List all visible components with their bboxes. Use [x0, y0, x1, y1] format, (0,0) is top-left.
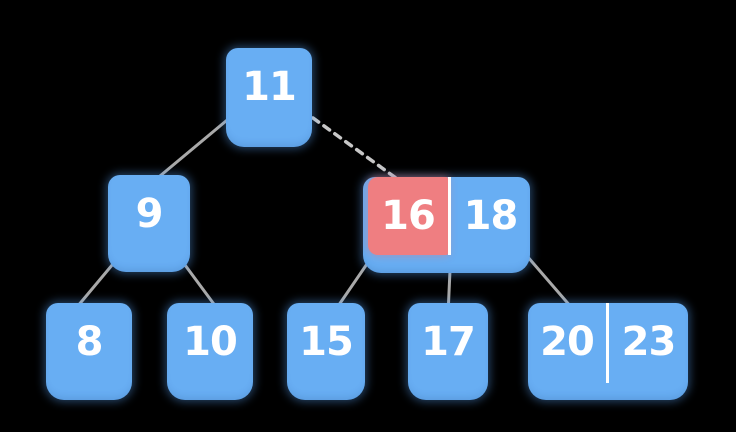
node-key: 15 [299, 319, 354, 365]
node-key-row: 11 [226, 48, 312, 126]
cell-divider [448, 177, 451, 255]
edge-11-16-18-dashed [300, 108, 402, 183]
node-key: 23 [621, 319, 677, 365]
node-key: 11 [242, 64, 297, 110]
node-key-row: 17 [408, 303, 488, 381]
key-cell: 23 [609, 303, 688, 381]
tree-node-9: 9 [108, 175, 190, 272]
tree-node-16-18: 16 18 [363, 177, 530, 273]
cell-divider [606, 303, 609, 383]
key-cell: 20 [528, 303, 606, 381]
edge-11-9 [146, 114, 234, 188]
tree-node-15: 15 [287, 303, 365, 400]
tree-node-20-23: 20 23 [528, 303, 688, 400]
key-cell: 18 [451, 177, 530, 255]
highlighted-key-cell: 16 [368, 177, 448, 255]
node-key: 18 [463, 193, 519, 239]
tree-node-10: 10 [167, 303, 253, 400]
node-key-row: 8 [46, 303, 132, 381]
tree-node-8: 8 [46, 303, 132, 400]
node-key-row: 15 [287, 303, 365, 381]
node-key: 10 [183, 319, 238, 365]
node-key: 17 [421, 319, 476, 365]
tree-node-11: 11 [226, 48, 312, 147]
tree-node-17: 17 [408, 303, 488, 400]
node-key: 8 [75, 319, 104, 365]
node-key-row: 9 [108, 175, 190, 253]
node-key: 9 [135, 191, 164, 237]
node-key-row: 10 [167, 303, 253, 381]
node-key: 20 [540, 319, 595, 365]
node-key: 16 [381, 193, 436, 239]
